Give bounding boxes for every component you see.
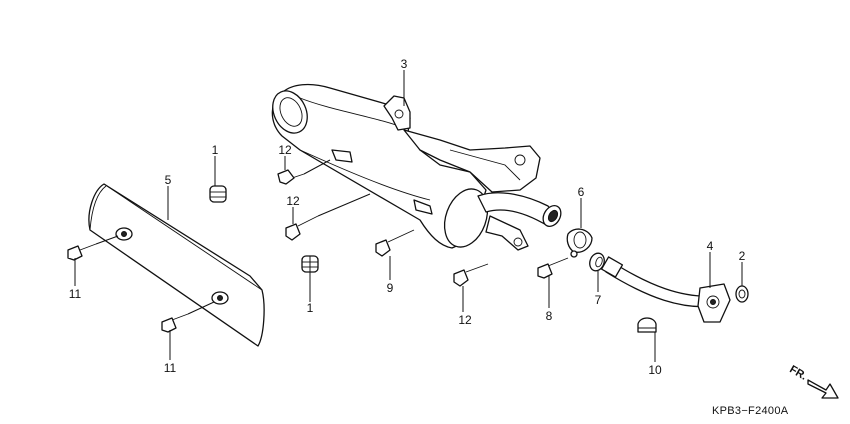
callout-1-upper: 1 — [212, 143, 219, 157]
heat-shield — [88, 183, 265, 347]
front-label: FR. — [787, 363, 808, 382]
callout-3: 3 — [401, 57, 408, 71]
bolt-12-upper — [277, 169, 305, 185]
exhaust-pipe — [600, 256, 731, 323]
leader-lines — [74, 70, 743, 362]
callout-7: 7 — [595, 293, 602, 307]
bolt-12-middle — [285, 215, 319, 241]
callout-11-lower: 11 — [164, 361, 177, 375]
bolt-11-upper — [67, 243, 97, 261]
callout-11-upper: 11 — [69, 287, 82, 301]
callout-4: 4 — [707, 239, 714, 253]
callout-8: 8 — [546, 309, 553, 323]
callout-12-upper: 12 — [278, 143, 292, 157]
callout-1-lower: 1 — [307, 301, 314, 315]
callout-6: 6 — [578, 185, 585, 199]
front-arrow-icon — [807, 379, 839, 399]
callout-labels: 3 1 12 5 12 6 4 2 9 11 7 1 8 12 10 11 — [69, 57, 746, 377]
sleeve-gasket — [589, 252, 605, 272]
bolt-9 — [375, 229, 415, 257]
diagram-code: KPB3−F2400A — [712, 405, 789, 417]
muffler — [271, 83, 562, 251]
cap-nut-10 — [637, 317, 657, 333]
callout-5: 5 — [165, 173, 172, 187]
bolt-8 — [537, 257, 569, 279]
front-direction-indicator: FR. — [787, 363, 839, 399]
clamp — [566, 228, 593, 258]
grommet-upper — [209, 185, 227, 203]
callout-9: 9 — [387, 281, 394, 295]
gasket — [735, 285, 749, 303]
callout-10: 10 — [648, 363, 662, 377]
callout-2: 2 — [739, 249, 746, 263]
callout-12-middle: 12 — [286, 194, 300, 208]
bolt-12-lower — [453, 263, 489, 287]
callout-12-lower: 12 — [458, 313, 472, 327]
bolt-11-lower — [161, 313, 189, 333]
